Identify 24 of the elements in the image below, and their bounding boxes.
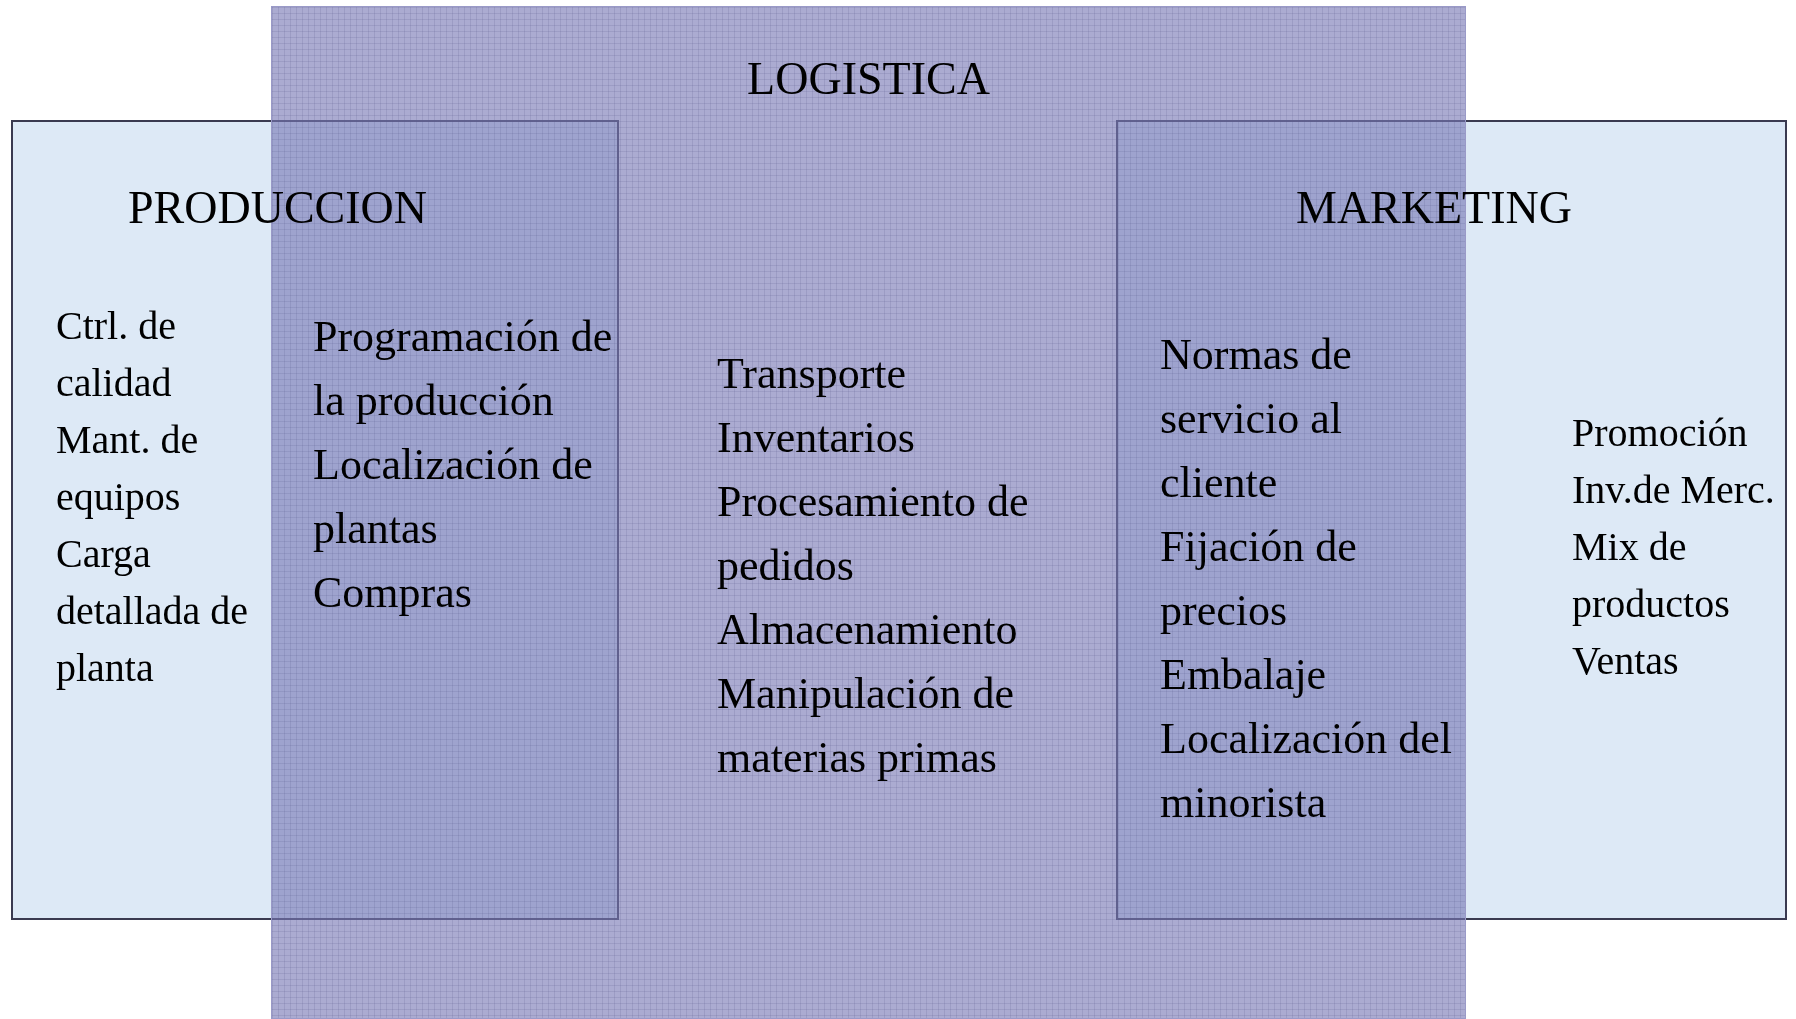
activity-text: Ventas — [1572, 637, 1680, 685]
activity-text: Localización del minorista — [1160, 713, 1453, 829]
activity-text: Carga detallada de planta — [56, 530, 250, 692]
activity-text: Promoción — [1572, 409, 1749, 457]
area-title: LOGISTICA — [746, 52, 991, 106]
activity-text: Transporte — [717, 348, 908, 400]
activity-text: Almacenamiento — [717, 604, 1019, 656]
activity-text: Mant. de equipos — [56, 416, 200, 521]
area-title: MARKETING — [1296, 181, 1572, 235]
activity-text: Ctrl. de calidad — [56, 302, 177, 407]
activity-text: Procesamiento de pedidos — [717, 476, 1030, 592]
area-box — [1116, 120, 1787, 920]
activity-text: Programación de la producción — [313, 311, 614, 427]
activity-text: Compras — [313, 567, 473, 619]
activity-text: Normas de servicio al cliente — [1160, 329, 1353, 509]
activity-text: Manipulación de materias primas — [717, 668, 1015, 784]
area-title: PRODUCCION — [128, 181, 428, 235]
activity-text: Embalaje — [1160, 649, 1328, 701]
activity-text: Fijación de precios — [1160, 521, 1358, 637]
activity-text: Localización de plantas — [313, 439, 594, 555]
activity-text: Mix de productos — [1572, 523, 1731, 628]
area-box — [11, 120, 619, 920]
activity-text: Inv.de Merc. — [1572, 466, 1776, 514]
activity-text: Inventarios — [717, 412, 916, 464]
